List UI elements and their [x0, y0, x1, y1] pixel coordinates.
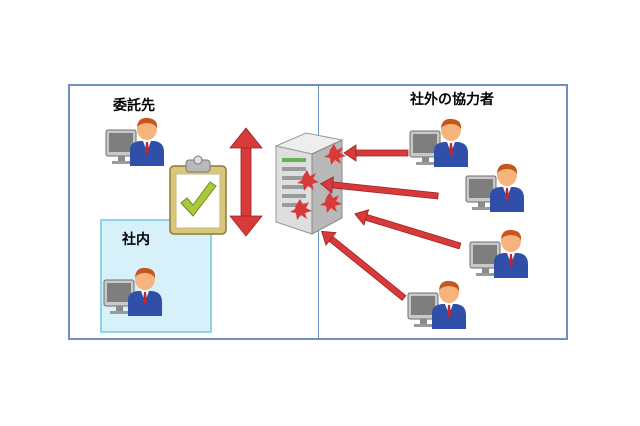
external-person-icon [407, 280, 467, 330]
external-partners-label: 社外の協力者 [410, 92, 494, 108]
external-person-icon [465, 163, 525, 213]
double-arrow-icon [229, 127, 263, 237]
clipboard-check-icon [169, 155, 227, 235]
attack-arrow-icon [319, 176, 439, 200]
attack-arrow-icon [321, 230, 407, 301]
internal-label: 社内 [122, 232, 150, 248]
contractor-label: 委託先 [113, 98, 155, 114]
server-icon [274, 132, 346, 235]
attack-arrow-icon [354, 209, 462, 250]
external-person-icon [409, 118, 469, 168]
external-person-icon [469, 229, 529, 279]
attack-arrow-icon [343, 144, 409, 162]
contractor-person-icon [105, 117, 165, 167]
internal-person-icon [103, 267, 163, 317]
